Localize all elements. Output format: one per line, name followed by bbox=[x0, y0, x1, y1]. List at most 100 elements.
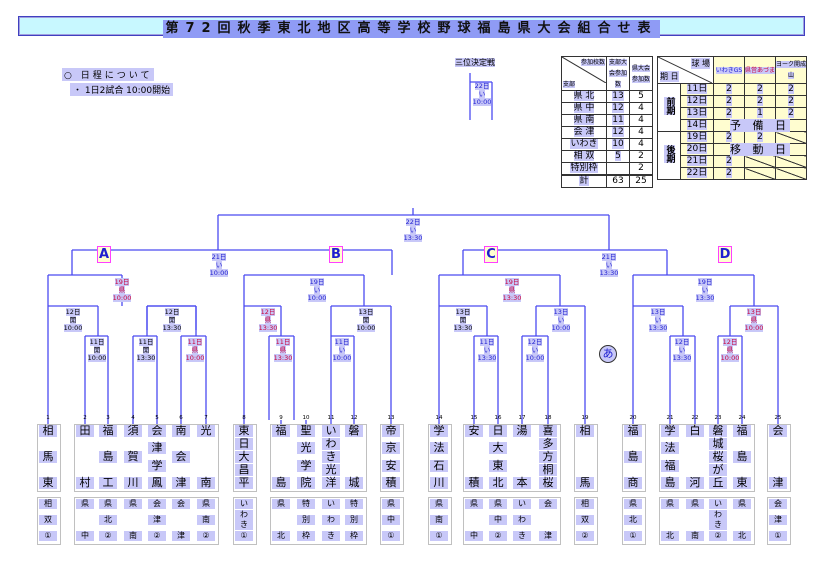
team-name-char: 相 bbox=[576, 425, 594, 437]
team-branch-char: 北 bbox=[733, 531, 751, 541]
team-name: いわき光洋 bbox=[322, 425, 340, 489]
team-branch: 会津 bbox=[172, 499, 190, 541]
venue-name: 県営あづま bbox=[745, 66, 776, 74]
team-branch-char: ① bbox=[382, 531, 400, 541]
team-name-char: 南 bbox=[172, 425, 190, 437]
team-branch-box bbox=[622, 497, 646, 545]
team-name: 聖光学院 bbox=[297, 425, 315, 489]
team-branch-char: 北 bbox=[99, 515, 117, 525]
team-branch-char: 特 bbox=[345, 499, 363, 509]
match-date: 13日 bbox=[358, 308, 374, 316]
branch-text: 特別枠 bbox=[570, 163, 598, 173]
team-branch: 会津 bbox=[539, 499, 557, 541]
team-name-char: 桜 bbox=[539, 477, 557, 489]
total-text: 計 bbox=[579, 176, 589, 186]
team-name-char: 石 bbox=[430, 459, 448, 472]
team-branch-char: き bbox=[235, 520, 253, 531]
team-name-char: き bbox=[322, 451, 340, 463]
team-name-char: 湯 bbox=[513, 425, 531, 437]
match-date: 12日 bbox=[674, 338, 690, 346]
team-branch-char: 双 bbox=[576, 515, 594, 525]
match-venue: い bbox=[409, 226, 417, 234]
match-venue: い bbox=[478, 90, 486, 98]
team-seed: 19 bbox=[581, 415, 589, 421]
schedule-count: 2 bbox=[713, 131, 745, 144]
entry-row: 相 双 5 2 bbox=[561, 150, 653, 163]
team-branch-char: ① bbox=[430, 531, 448, 541]
match-venue: い bbox=[605, 261, 613, 269]
merged-text: 予 備 日 bbox=[730, 119, 790, 132]
team-name-char: 会 bbox=[769, 425, 787, 437]
match-time: 10:00 bbox=[209, 269, 229, 277]
team-branch-char: 津 bbox=[148, 515, 166, 525]
count-text: 2 bbox=[726, 96, 732, 106]
team-name-char: 安 bbox=[382, 459, 400, 472]
match-venue: い bbox=[531, 346, 539, 354]
team-branch-char: わ bbox=[513, 515, 531, 525]
schedule-day: 22日 bbox=[680, 167, 714, 180]
match-date: 19日 bbox=[504, 278, 520, 286]
count-text: 2 bbox=[757, 96, 763, 106]
match-time: 13:30 bbox=[273, 354, 293, 362]
team-branch-char: 県 bbox=[733, 499, 751, 509]
team-branch-char: 会 bbox=[148, 499, 166, 509]
team-name-char: 法 bbox=[661, 442, 679, 455]
team-name-char: 院 bbox=[297, 476, 315, 489]
team-branch-box bbox=[428, 497, 452, 545]
team-name-char: 桐 bbox=[539, 464, 557, 476]
team-name: 東日大昌平 bbox=[235, 425, 253, 489]
team-name-char: 白 bbox=[686, 425, 704, 437]
region-marker-d: D bbox=[718, 246, 732, 263]
day-text: 11日 bbox=[686, 84, 708, 94]
count-text: 2 bbox=[726, 132, 732, 142]
count-text: 2 bbox=[788, 108, 794, 118]
sched-corner-cell: 球 場 期 日 bbox=[657, 56, 714, 84]
team-name: 福島商 bbox=[624, 425, 642, 489]
count-text: 2 bbox=[726, 108, 732, 118]
team-branch: 県北 bbox=[272, 499, 290, 541]
team-name-char: 京 bbox=[382, 442, 400, 455]
team-branch-char: い bbox=[709, 499, 727, 509]
count-text: 13 bbox=[612, 91, 624, 101]
team-name-char: 福 bbox=[99, 425, 117, 437]
match-venue: 開 bbox=[93, 346, 101, 354]
team-name-char: 島 bbox=[99, 451, 117, 463]
team-seed: 16 bbox=[494, 415, 502, 421]
venue-header-kaiseizan: ヨーク開成山 bbox=[775, 56, 807, 84]
match-date: 12日 bbox=[722, 338, 738, 346]
branch-name: 相 双 bbox=[561, 150, 607, 163]
team-name-char: 島 bbox=[624, 451, 642, 463]
team-name-char: 馬 bbox=[39, 451, 57, 463]
corner-top: 球 場 bbox=[691, 58, 710, 69]
team-branch-char: ② bbox=[489, 531, 507, 541]
count-text: 5 bbox=[615, 151, 621, 161]
third-place-label: 三位決定戦 bbox=[455, 57, 495, 68]
corner-bottom: 期 日 bbox=[660, 71, 679, 82]
team-name-char: 桜 bbox=[709, 451, 727, 463]
team-seed: 15 bbox=[470, 415, 478, 421]
team-branch-char: 津 bbox=[539, 531, 557, 541]
team-branch-box bbox=[380, 497, 404, 545]
team-name-char: 馬 bbox=[576, 477, 594, 489]
match-time: 13:30 bbox=[453, 324, 473, 332]
team-name: 安積 bbox=[465, 425, 483, 489]
team-seed: 22 bbox=[691, 415, 699, 421]
team-name-box bbox=[380, 424, 404, 492]
team-name: 福島 bbox=[272, 425, 290, 489]
entry-total-row: 計 63 25 bbox=[561, 174, 653, 188]
team-branch: 県南 bbox=[686, 499, 704, 541]
team-name-char: 法 bbox=[430, 442, 448, 455]
match-venue: い bbox=[678, 346, 686, 354]
team-name-char: 津 bbox=[769, 477, 787, 489]
